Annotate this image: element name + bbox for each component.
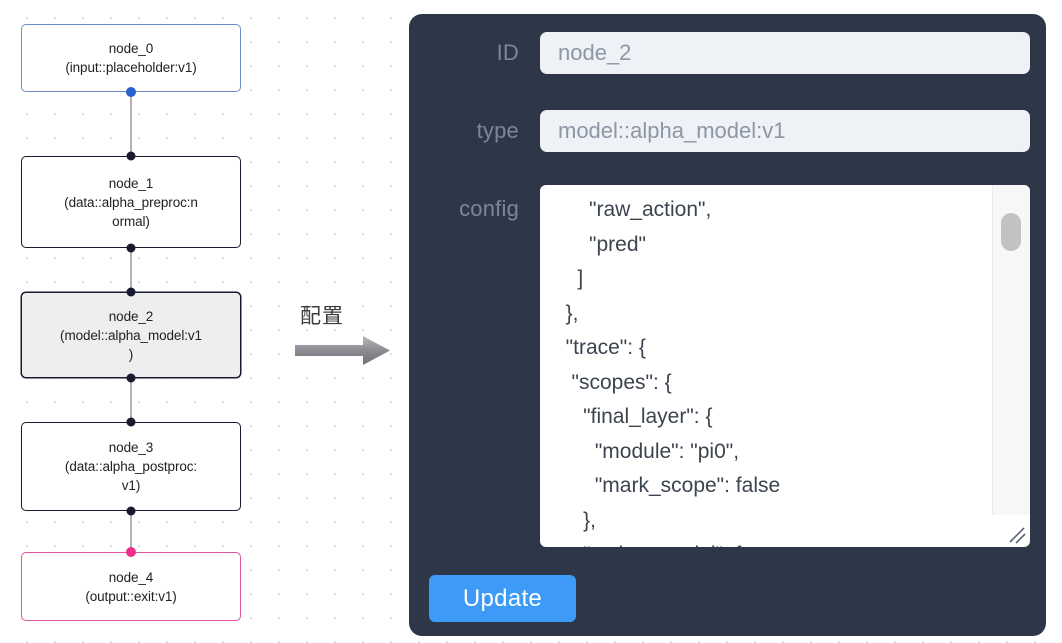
flow-node-label: node_1 (data::alpha_preproc:n ormal) [64,175,198,229]
type-input[interactable] [540,110,1030,152]
annotation-arrow-label: 配置 [300,304,344,328]
flow-node-node_4[interactable]: node_4 (output::exit:v1) [21,552,241,621]
node_2-target-handle[interactable] [126,287,136,297]
id-input[interactable] [540,32,1030,74]
flow-node-label: node_3 (data::alpha_postproc: v1) [64,440,198,493]
node_0-source-handle[interactable] [126,87,136,97]
type-field-label: type [476,118,519,143]
node_4-target-handle[interactable] [126,547,136,557]
config-scrollbar-thumb[interactable] [1001,213,1021,251]
edge-node3-node4 [130,511,132,552]
node_1-source-handle[interactable] [126,243,136,253]
flow-node-label: node_4 (output::exit:v1) [85,569,177,604]
config-scrollbar[interactable] [992,185,1030,515]
node_3-target-handle[interactable] [126,417,136,427]
resize-handle-icon[interactable] [1004,522,1028,546]
flow-node-node_2[interactable]: node_2 (model::alpha_model:v1 ) [21,292,241,378]
right-arrow-icon [295,336,390,365]
config-textarea[interactable]: "raw_action", "pred" ] }, "trace": { "sc… [540,185,993,547]
node_1-target-handle[interactable] [126,151,136,161]
id-field-label: ID [496,40,519,65]
config-field-label: config [459,196,519,221]
node_2-source-handle[interactable] [126,373,136,383]
flow-node-node_3[interactable]: node_3 (data::alpha_postproc: v1) [21,422,241,511]
flow-node-label: node_0 (input::placeholder:v1) [65,41,197,75]
edge-node2-node3 [130,378,132,422]
config-textarea-container: "raw_action", "pred" ] }, "trace": { "sc… [540,185,1030,547]
node_3-source-handle[interactable] [126,506,136,516]
flow-node-node_1[interactable]: node_1 (data::alpha_preproc:n ormal) [21,156,241,248]
flow-node-node_0[interactable]: node_0 (input::placeholder:v1) [21,24,241,92]
node-config-panel: ID type config "raw_action", "pred" ] },… [409,14,1046,636]
edge-node1-node2 [130,248,132,292]
edge-node0-node1 [130,92,132,156]
update-button[interactable]: Update [429,575,576,622]
flow-node-label: node_2 (model::alpha_model:v1 ) [60,308,202,362]
